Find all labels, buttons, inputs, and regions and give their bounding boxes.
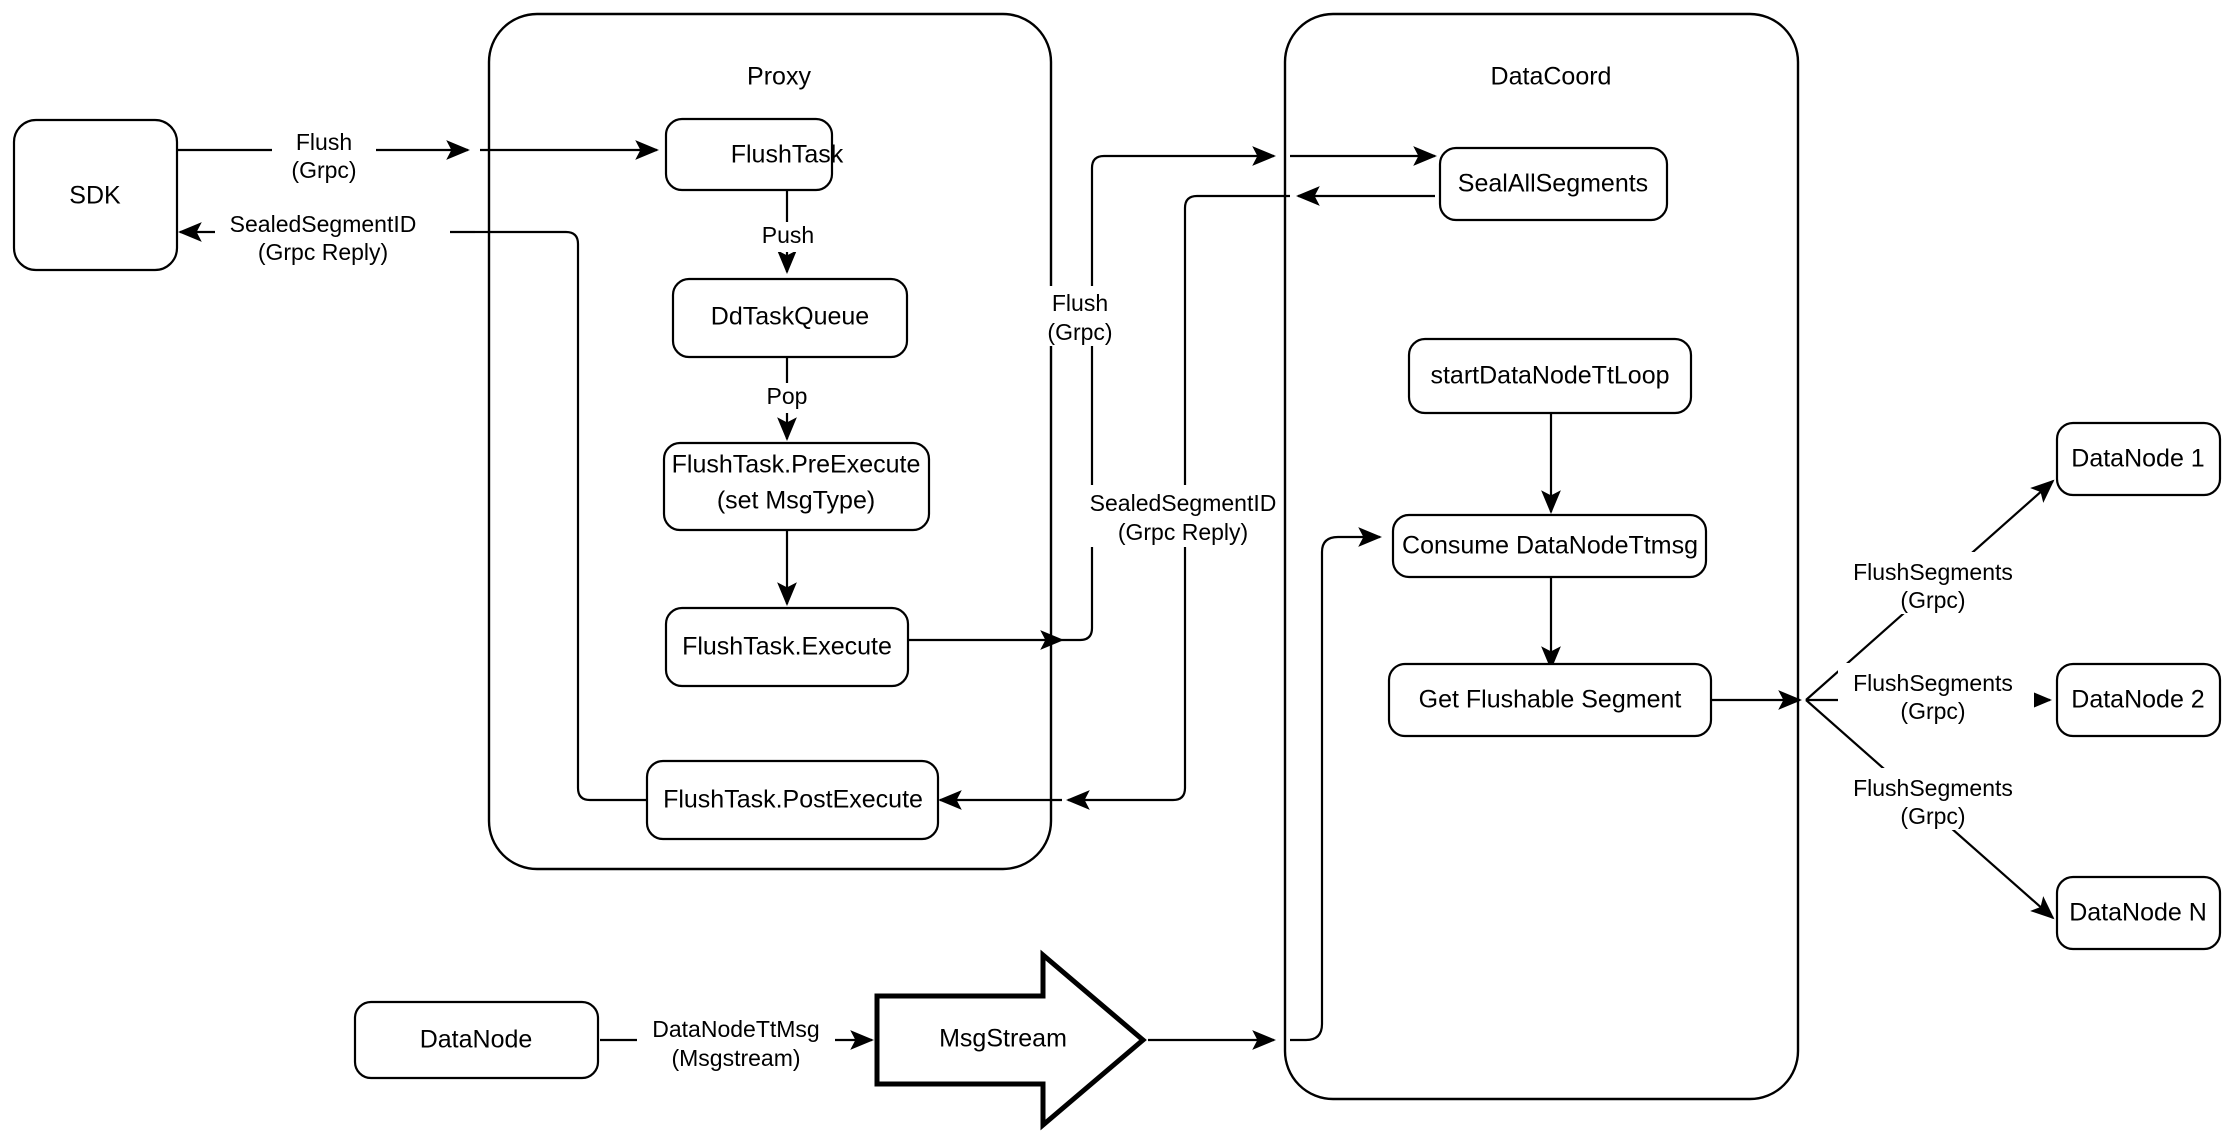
flush-mid-line1: Flush <box>1052 290 1108 316</box>
flushsegments3-line1: FlushSegments <box>1853 775 2013 801</box>
label-bg <box>1838 768 2034 830</box>
datanode-n-rect[interactable] <box>2055 875 2222 951</box>
flushsegments1-line1: FlushSegments <box>1853 559 2013 585</box>
ddtaskqueue-label: DdTaskQueue <box>711 303 869 331</box>
node-flushtask[interactable]: FlushTask <box>664 117 844 192</box>
execute-rect[interactable] <box>664 606 910 688</box>
node-consume-datanodettmsg[interactable]: Consume DataNodeTtmsg <box>1391 513 1708 579</box>
datacoord-container-rect <box>1283 12 1800 1101</box>
sealallsegments-rect[interactable] <box>1438 146 1669 222</box>
edge-ttmsg-channel-to-consume <box>1290 527 1382 1042</box>
push-label: Push <box>762 222 814 248</box>
flush-mid-line2: (Grpc) <box>1047 319 1112 345</box>
proxy-container-label: Proxy <box>747 63 811 91</box>
edge-label-sealedsegmentid-mid: SealedSegmentID (Grpc Reply) <box>1087 485 1282 547</box>
node-datanode-bottom[interactable]: DataNode <box>353 1000 600 1080</box>
sealedsegmentid-line2: (Grpc Reply) <box>258 239 388 265</box>
get-flushable-segment-rect[interactable] <box>1387 662 1713 738</box>
sealed-mid-line1: SealedSegmentID <box>1090 490 1277 516</box>
node-sdk[interactable]: SDK <box>12 118 179 272</box>
node-startdatanodettloop[interactable]: startDataNodeTtLoop <box>1407 337 1693 415</box>
label-bg <box>272 127 376 187</box>
node-msgstream[interactable]: MsgStream <box>874 949 1147 1131</box>
node-flushtask-preexecute[interactable]: FlushTask.PreExecute (set MsgType) <box>662 441 931 532</box>
datanodettmsg-line1: DataNodeTtMsg <box>652 1016 819 1042</box>
get-flushable-segment-label: Get Flushable Segment <box>1419 686 1682 714</box>
flushtask-label: FlushTask <box>731 141 844 169</box>
edge-flush-grpc-channel <box>1062 146 1276 642</box>
label-bg <box>1838 552 2034 614</box>
container-proxy: Proxy <box>487 12 1053 871</box>
datanode-1-label: DataNode 1 <box>2071 445 2204 473</box>
startdatanodettloop-rect[interactable] <box>1407 337 1693 415</box>
edge-label-pop: Pop <box>752 383 822 413</box>
sdk-rect[interactable] <box>12 118 179 272</box>
datanode-bottom-label: DataNode <box>420 1026 533 1054</box>
sealed-mid-line2: (Grpc Reply) <box>1118 519 1248 545</box>
label-bg <box>1087 485 1282 547</box>
label-bg <box>1838 663 2034 725</box>
node-datanode-n[interactable]: DataNode N <box>2055 875 2222 951</box>
flushsegments2-line2: (Grpc) <box>1900 698 1965 724</box>
sdk-label: SDK <box>69 182 121 210</box>
datanode-2-rect[interactable] <box>2055 662 2222 738</box>
label-bg <box>1043 286 1143 346</box>
consume-datanodettmsg-label: Consume DataNodeTtmsg <box>1402 532 1698 560</box>
preexecute-label-line1: FlushTask.PreExecute <box>672 451 921 479</box>
pop-label: Pop <box>767 383 808 409</box>
flush-grpc-line2: (Grpc) <box>291 157 356 183</box>
sealedsegmentid-line1: SealedSegmentID <box>230 211 417 237</box>
flushtask-rect[interactable] <box>664 117 834 192</box>
edge-label-flush-grpc-mid: Flush (Grpc) <box>1043 286 1143 346</box>
edge-label-push: Push <box>748 222 828 252</box>
consume-datanodettmsg-rect[interactable] <box>1391 513 1708 579</box>
label-bg <box>752 383 822 413</box>
node-flushtask-postexecute[interactable]: FlushTask.PostExecute <box>645 759 940 841</box>
edge-label-flushsegments-3: FlushSegments (Grpc) <box>1838 768 2034 830</box>
node-get-flushable-segment[interactable]: Get Flushable Segment <box>1387 662 1713 738</box>
startdatanodettloop-label: startDataNodeTtLoop <box>1430 362 1669 390</box>
node-datanode-2[interactable]: DataNode 2 <box>2055 662 2222 738</box>
datacoord-container-label: DataCoord <box>1491 63 1612 91</box>
node-ddtaskqueue[interactable]: DdTaskQueue <box>671 277 909 359</box>
label-bg <box>215 209 450 269</box>
flushsegments1-line2: (Grpc) <box>1900 587 1965 613</box>
execute-label: FlushTask.Execute <box>682 633 892 661</box>
datanode-2-label: DataNode 2 <box>2071 686 2204 714</box>
label-bg <box>748 222 828 252</box>
node-datanode-1[interactable]: DataNode 1 <box>2055 421 2222 497</box>
edge-label-datanodettmsg: DataNodeTtMsg (Msgstream) <box>637 1012 835 1074</box>
sealallsegments-label: SealAllSegments <box>1458 170 1648 198</box>
label-bg <box>637 1012 835 1074</box>
edge-label-flushsegments-2: FlushSegments (Grpc) <box>1838 663 2034 725</box>
datanode-bottom-rect[interactable] <box>353 1000 600 1080</box>
flush-grpc-line1: Flush <box>296 129 352 155</box>
edge-label-flush-grpc-sdk: Flush (Grpc) <box>272 127 376 187</box>
ddtaskqueue-rect[interactable] <box>671 277 909 359</box>
datanode-1-rect[interactable] <box>2055 421 2222 497</box>
preexecute-rect[interactable] <box>662 441 931 532</box>
datanode-n-label: DataNode N <box>2069 899 2207 927</box>
flushsegments2-line1: FlushSegments <box>1853 670 2013 696</box>
node-sealallsegments[interactable]: SealAllSegments <box>1438 146 1669 222</box>
container-datacoord: DataCoord <box>1283 12 1800 1101</box>
proxy-container-rect <box>487 12 1053 871</box>
edge-postexecute-to-reply <box>487 230 647 802</box>
datanodettmsg-line2: (Msgstream) <box>671 1045 800 1071</box>
flushsegments3-line2: (Grpc) <box>1900 803 1965 829</box>
msgstream-label: MsgStream <box>939 1025 1067 1053</box>
node-flushtask-execute[interactable]: FlushTask.Execute <box>664 606 910 688</box>
postexecute-rect[interactable] <box>645 759 940 841</box>
edge-label-sealedsegmentid-sdk: SealedSegmentID (Grpc Reply) <box>215 209 450 269</box>
msgstream-arrow-shape[interactable] <box>874 949 1147 1131</box>
edge-label-flushsegments-1: FlushSegments (Grpc) <box>1838 552 2034 614</box>
preexecute-label-line2: (set MsgType) <box>717 487 875 515</box>
postexecute-label: FlushTask.PostExecute <box>663 786 923 814</box>
